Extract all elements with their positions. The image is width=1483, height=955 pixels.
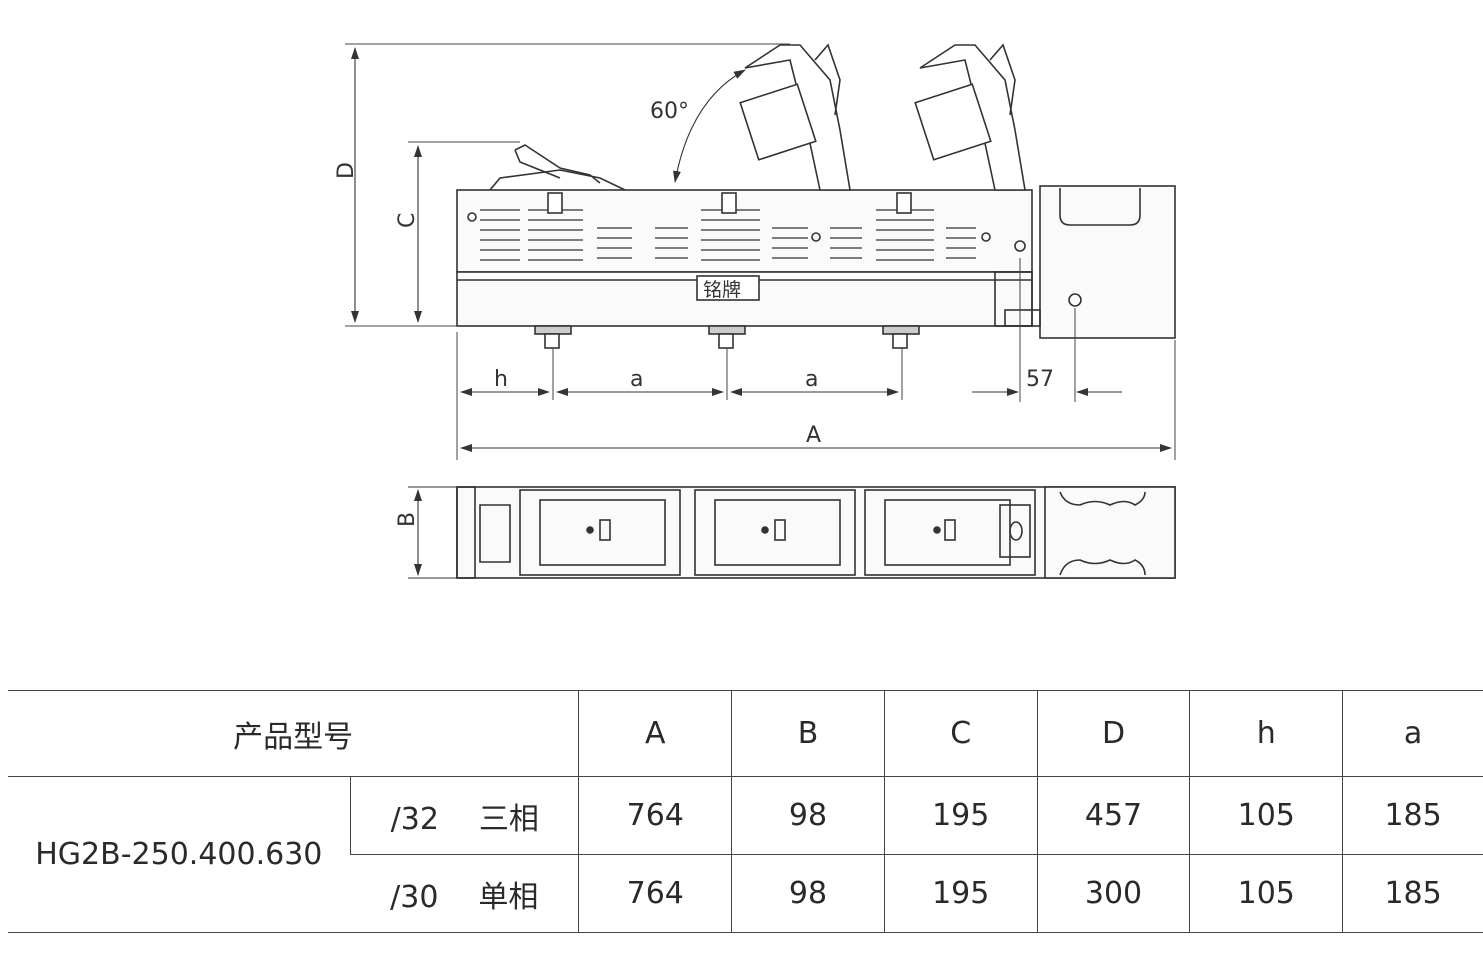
front-view	[456, 43, 1176, 349]
cell-C: 195	[883, 854, 1038, 933]
spec-table: 产品型号 A B C D h a HG2B-250.400.630 /32 三相 …	[8, 690, 1483, 933]
variant-cell: /30 单相	[350, 854, 579, 933]
model-cell: HG2B-250.400.630	[8, 776, 351, 933]
variant-phase: 三相	[478, 801, 539, 837]
col-header-C: C	[883, 690, 1038, 777]
top-view	[408, 486, 1176, 579]
variant-suffix: /32	[390, 801, 439, 837]
cell-a: 185	[1342, 854, 1483, 933]
variant-cell: /32 三相	[349, 776, 579, 855]
cell-A: 764	[578, 776, 732, 855]
table-row: HG2B-250.400.630 /32 三相 764 98 195 457 10…	[8, 776, 1483, 933]
dim-label-A: A	[806, 423, 821, 448]
col-header-a: a	[1342, 690, 1483, 777]
cell-D: 300	[1036, 854, 1190, 933]
col-header-B: B	[731, 690, 885, 777]
cell-A: 764	[578, 854, 732, 933]
variant-suffix: /30	[390, 879, 439, 915]
nameplate-label: 铭牌	[703, 279, 741, 301]
dim-label-D: D	[334, 162, 359, 179]
variant-phase: 单相	[478, 879, 539, 915]
open-handle-1	[739, 43, 851, 191]
dim-label-57: 57	[1026, 367, 1054, 392]
technical-drawing: 60° 铭牌 D C B h a a 57 A	[334, 43, 1176, 579]
table-row: /30 单相 764 98 195 300 105 185	[8, 854, 1483, 933]
cell-h: 105	[1189, 776, 1343, 855]
open-handle-2	[914, 43, 1026, 191]
cell-B: 98	[731, 776, 885, 855]
cell-B: 98	[731, 854, 885, 933]
dim-label-a-2: a	[805, 367, 818, 392]
table-header-row: 产品型号 A B C D h a	[8, 690, 1483, 777]
cell-C: 195	[883, 776, 1038, 855]
dim-label-a-1: a	[630, 367, 643, 392]
extension-lines	[345, 43, 1176, 460]
dimension-lines	[351, 47, 1172, 576]
dim-label-B: B	[395, 512, 420, 527]
angle-label: 60°	[650, 99, 689, 124]
col-header-h: h	[1189, 690, 1343, 777]
dim-label-C: C	[395, 213, 420, 228]
model-header: 产品型号	[8, 690, 579, 777]
dim-label-h: h	[494, 367, 508, 392]
cell-a: 185	[1342, 776, 1483, 855]
col-header-A: A	[578, 690, 732, 777]
bottom-terminals	[534, 325, 920, 349]
cell-h: 105	[1189, 854, 1343, 933]
col-header-D: D	[1036, 690, 1190, 777]
cell-D: 457	[1036, 776, 1190, 855]
